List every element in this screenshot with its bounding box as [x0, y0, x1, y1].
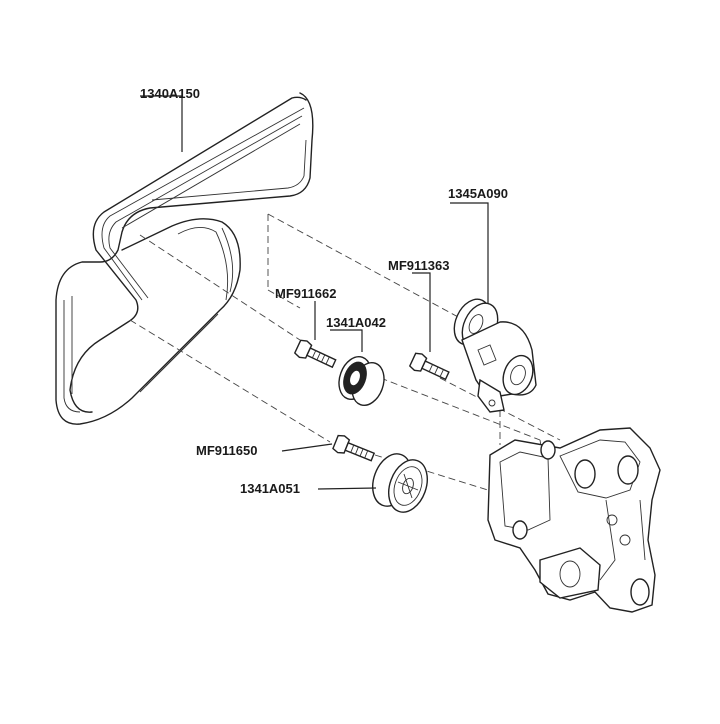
label-idler-1341a051: 1341A051	[240, 481, 300, 496]
label-bolt-mf911363: MF911363	[388, 258, 449, 273]
bolt-mf911662	[293, 339, 337, 369]
bolt-mf911363	[408, 352, 450, 381]
drive-belt	[55, 92, 314, 425]
label-bolt-mf911650: MF911650	[196, 443, 257, 458]
leader-lines	[140, 95, 489, 490]
idler-pulley-1341a042	[338, 355, 385, 407]
label-bolt-mf911662: MF911662	[275, 286, 336, 301]
label-idler-1341a042: 1341A042	[326, 315, 386, 330]
mounting-bracket	[487, 427, 661, 613]
belt-tensioner-1345a090	[453, 298, 537, 413]
label-tensioner-1345a090: 1345A090	[448, 186, 508, 201]
label-belt-1340a150: 1340A150	[140, 86, 200, 101]
bolt-mf911650	[332, 434, 376, 462]
idler-pulley-1341a051	[372, 453, 428, 513]
